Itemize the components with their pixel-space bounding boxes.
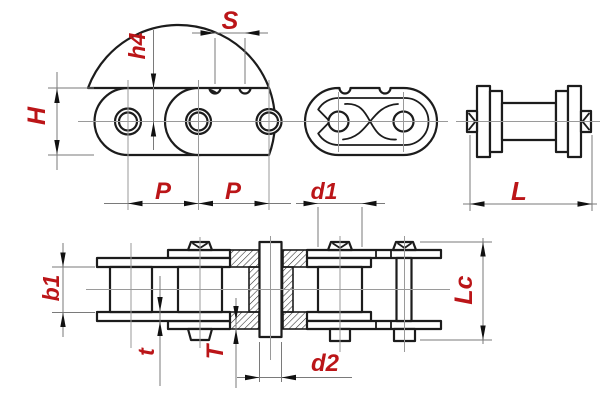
dim-label-Lc: Lc: [450, 275, 478, 304]
sectioned-plates: [282, 249, 308, 268]
dim-label-L: L: [511, 176, 527, 206]
dim-label-t: t: [133, 347, 159, 356]
dimension-T: T: [202, 298, 239, 388]
dimension-H: H: [23, 72, 94, 170]
dimension-L: L: [463, 135, 597, 211]
outer-plate-bar: [305, 319, 443, 331]
outer-link-plate-notched: [86, 23, 277, 157]
dimension-d1: d1: [296, 178, 385, 247]
inner-plate-bar: [95, 256, 232, 269]
dim-label-T: T: [202, 342, 229, 359]
chain-section-view: [95, 240, 443, 343]
inner-plate-bar: [305, 310, 373, 323]
sectioned-plates: [282, 311, 308, 330]
sectioned-plates: [229, 249, 260, 268]
dim-label-P1: P: [155, 178, 172, 205]
sectioned-plates: [229, 311, 260, 330]
inner-plate-bar: [95, 310, 232, 323]
outer-plate-bar: [305, 248, 443, 260]
dim-label-H: H: [23, 106, 51, 125]
dimension-h4: h4: [124, 30, 157, 150]
outer-plate-bar: [166, 248, 232, 260]
dimension-P: P P: [104, 178, 291, 207]
dimension-d2: d2: [237, 342, 352, 382]
dim-label-h4: h4: [124, 32, 150, 59]
inner-plate-bar: [305, 256, 373, 269]
outer-plate-bar: [166, 319, 232, 331]
dim-label-d1: d1: [311, 178, 338, 204]
dim-label-d2: d2: [311, 350, 340, 377]
dimension-t: t: [133, 276, 163, 386]
centerlines: [78, 80, 600, 360]
dim-label-S: S: [222, 7, 239, 35]
dimension-S: S: [192, 7, 268, 84]
dimension-b1: b1: [38, 243, 95, 337]
dimension-Lc: Lc: [420, 238, 492, 344]
dim-label-b1: b1: [38, 275, 64, 302]
dim-label-P2: P: [225, 178, 242, 205]
spring-clip-outline: [317, 97, 430, 146]
